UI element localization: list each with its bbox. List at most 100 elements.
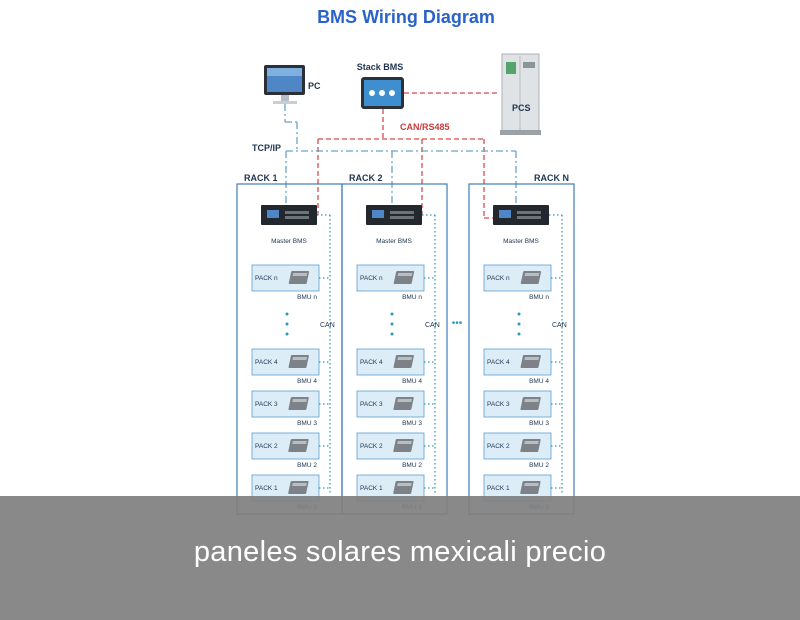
- pack-label: PACK n: [255, 275, 278, 282]
- can-rs485-wiring: [308, 92, 500, 219]
- pack-box: [251, 390, 320, 418]
- bmu-label: BMU n: [297, 294, 317, 301]
- caption-bar: [0, 496, 800, 620]
- battery-pack: PACK 2 BMU 2: [356, 432, 435, 469]
- battery-pack: PACK n BMU n: [356, 264, 435, 301]
- battery-module-icon: [393, 481, 414, 494]
- pack-label: PACK n: [360, 275, 383, 282]
- master-bms-device-icon: [261, 205, 317, 225]
- battery-pack: PACK 4 BMU 4: [356, 348, 435, 385]
- rack-1: RACK 1 Master BMS CAN PACK n BMU n PACK 4 BMU …: [236, 173, 343, 515]
- pack-label: PACK 2: [255, 443, 278, 450]
- pack-label: PACK 4: [487, 359, 510, 366]
- bmu-label: BMU 4: [529, 378, 549, 385]
- pack-label: PACK 3: [255, 401, 278, 408]
- bmu-label: BMU 3: [297, 420, 317, 427]
- stack-bms-device-icon: [361, 77, 404, 109]
- pack-gap-dot: [517, 322, 521, 326]
- bmu-label: BMU 4: [402, 378, 422, 385]
- pack-label: PACK n: [487, 275, 510, 282]
- pack-gap-dot: [517, 332, 521, 336]
- battery-module-icon: [520, 481, 541, 494]
- battery-pack: PACK 4 BMU 4: [251, 348, 330, 385]
- pack-label: PACK 1: [255, 485, 278, 492]
- master-bms-label: Master BMS: [503, 238, 539, 245]
- pack-label: PACK 2: [360, 443, 383, 450]
- battery-module-icon: [288, 439, 309, 452]
- bmu-label: BMU 2: [297, 462, 317, 469]
- pack-gap-dot: [390, 312, 394, 316]
- battery-pack: PACK 2 BMU 2: [251, 432, 330, 469]
- pack-box: [483, 264, 552, 292]
- battery-module-icon: [288, 481, 309, 494]
- bmu-label: BMU 2: [529, 462, 549, 469]
- master-bms-label: Master BMS: [271, 238, 307, 245]
- bmu-label: BMU 3: [402, 420, 422, 427]
- rack-name: RACK 2: [349, 173, 383, 183]
- pack-label: PACK 4: [255, 359, 278, 366]
- pcs-cabinet-icon: [500, 53, 541, 135]
- rack-name: RACK N: [534, 173, 569, 183]
- master-bms-device-icon: [493, 205, 549, 225]
- battery-pack: PACK 3 BMU 3: [356, 390, 435, 427]
- master-bms-device-icon: [366, 205, 422, 225]
- battery-module-icon: [520, 397, 541, 410]
- can-label: CAN: [425, 322, 440, 329]
- stack-bms-label: Stack BMS: [357, 62, 404, 72]
- pack-box: [356, 264, 425, 292]
- pack-gap-dot: [285, 322, 289, 326]
- can-label: CAN: [552, 322, 567, 329]
- pack-box: [356, 390, 425, 418]
- battery-module-icon: [520, 439, 541, 452]
- tcpip-wiring: [284, 104, 517, 205]
- battery-pack: PACK 4 BMU 4: [483, 348, 562, 385]
- pc-label: PC: [308, 81, 321, 91]
- rack-3: RACK N Master BMS CAN PACK n BMU n PACK 4 BMU …: [468, 173, 575, 515]
- battery-module-icon: [393, 271, 415, 284]
- pack-box: [483, 390, 552, 418]
- master-bms-label: Master BMS: [376, 238, 412, 245]
- bmu-label: BMU n: [529, 294, 549, 301]
- bmu-label: BMU 4: [297, 378, 317, 385]
- pack-label: PACK 3: [487, 401, 510, 408]
- racks-layer: RACK 1 Master BMS CAN PACK n BMU n PACK 4 BMU …: [236, 173, 575, 515]
- battery-pack: PACK n BMU n: [483, 264, 562, 301]
- pack-label: PACK 1: [360, 485, 383, 492]
- caption-text: paneles solares mexicali precio: [193, 536, 607, 568]
- pack-label: PACK 2: [487, 443, 510, 450]
- tcpip-label: TCP/IP: [252, 143, 281, 153]
- can-label: CAN: [320, 322, 335, 329]
- can-rs485-label: CAN/RS485: [400, 122, 450, 132]
- bmu-label: BMU 2: [402, 462, 422, 469]
- battery-module-icon: [520, 355, 541, 368]
- battery-module-icon: [393, 439, 414, 452]
- rack-2: RACK 2 Master BMS CAN PACK n BMU n PACK 4 BMU …: [341, 173, 448, 515]
- battery-pack: PACK 3 BMU 3: [251, 390, 330, 427]
- pack-box: [356, 432, 425, 460]
- battery-pack: PACK 2 BMU 2: [483, 432, 562, 469]
- battery-module-icon: [393, 397, 414, 410]
- pc-monitor-icon: [264, 65, 305, 104]
- pack-gap-dot: [390, 322, 394, 326]
- pack-box: [356, 348, 425, 376]
- pcs-label: PCS: [512, 103, 531, 113]
- bmu-label: BMU n: [402, 294, 422, 301]
- battery-module-icon: [288, 271, 310, 284]
- pack-box: [483, 432, 552, 460]
- rack-ellipsis: •••: [452, 318, 463, 329]
- pack-gap-dot: [285, 332, 289, 336]
- pack-box: [251, 432, 320, 460]
- battery-pack: PACK n BMU n: [251, 264, 330, 301]
- pack-label: PACK 3: [360, 401, 383, 408]
- rack-name: RACK 1: [244, 173, 278, 183]
- battery-module-icon: [520, 271, 542, 284]
- pack-box: [251, 348, 320, 376]
- pack-gap-dot: [285, 312, 289, 316]
- battery-module-icon: [393, 355, 414, 368]
- battery-module-icon: [288, 355, 309, 368]
- diagram-title: BMS Wiring Diagram: [317, 7, 495, 27]
- battery-module-icon: [288, 397, 309, 410]
- pack-label: PACK 4: [360, 359, 383, 366]
